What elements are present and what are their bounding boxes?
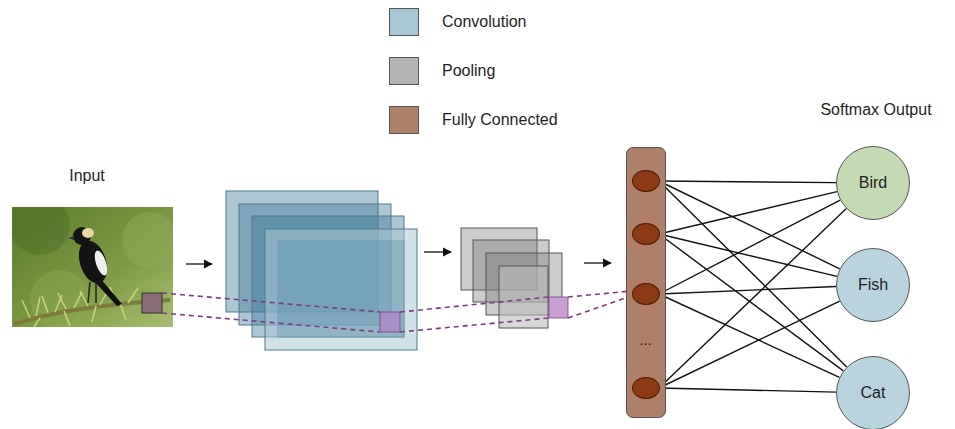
flow-arrow [424, 251, 451, 252]
connector [659, 181, 846, 388]
output-heading: Softmax Output [820, 101, 931, 119]
bird-beak [68, 236, 74, 240]
legend-swatch [389, 8, 419, 36]
illustration-part [400, 318, 549, 332]
receptive-field-guides [162, 291, 631, 332]
bird-nape [82, 228, 94, 238]
connector-line [659, 209, 846, 388]
pine-needles [22, 287, 138, 327]
illustration-part [36, 297, 40, 316]
illustration-part [58, 293, 66, 309]
fully-connected-layer: ... [626, 147, 666, 418]
photo-blur [12, 207, 70, 255]
bird-leg [95, 282, 97, 303]
class-label: Cat [861, 383, 886, 402]
legend-swatch [389, 57, 419, 85]
connector-line [659, 234, 843, 371]
illustration-part [42, 296, 48, 313]
connector [659, 181, 847, 392]
output-class: Cat [836, 356, 910, 429]
illustration-part [128, 288, 138, 303]
feature-map [265, 229, 417, 350]
neuron [632, 170, 660, 192]
legend-label: Convolution [442, 8, 527, 36]
illustration-part [400, 297, 549, 312]
illustration-part [568, 296, 631, 318]
convolution-maps [226, 191, 417, 350]
photo-blur [122, 212, 173, 268]
receptive-field [142, 293, 162, 313]
input-photo [12, 207, 173, 327]
illustration-part [568, 291, 631, 297]
illustration-part [34, 318, 40, 327]
output-class: Fish [836, 248, 910, 322]
neuron [632, 283, 660, 305]
photo-blur [30, 270, 90, 327]
legend-swatch [389, 106, 419, 134]
legend-label: Pooling [442, 57, 495, 85]
ellipsis: ... [639, 331, 652, 349]
connector-line [659, 301, 840, 388]
connector-line [659, 294, 839, 377]
feature-map-core [277, 240, 405, 338]
neuron [632, 223, 660, 245]
bird-wing-patch [92, 249, 110, 277]
illustration-part [92, 306, 96, 322]
receptive-field [549, 297, 568, 318]
connector-line [659, 287, 836, 294]
connector-line [659, 181, 847, 367]
neuron [632, 377, 660, 399]
illustration-part [162, 293, 380, 312]
flow-arrow [186, 263, 212, 264]
bird-leg [88, 282, 90, 303]
flow-arrow [584, 262, 611, 263]
pooled-map [499, 266, 548, 328]
legend-label: Fully Connected [442, 106, 558, 134]
connector-line [659, 388, 836, 392]
receptive-field [380, 312, 400, 332]
pooling-maps [461, 228, 562, 328]
output-class: Bird [836, 146, 910, 220]
class-label: Bird [859, 173, 887, 192]
input-label: Input [69, 167, 105, 185]
connector [659, 181, 840, 388]
illustration-part [162, 313, 380, 332]
connector-line [659, 200, 840, 294]
illustration-part [74, 292, 82, 308]
illustration-part [22, 300, 30, 318]
illustration-part [80, 291, 88, 306]
illustration-part [120, 303, 126, 320]
class-label: Fish [858, 275, 888, 294]
connector-line [659, 181, 836, 183]
connector-line [659, 192, 837, 234]
illustration-part [64, 311, 70, 326]
